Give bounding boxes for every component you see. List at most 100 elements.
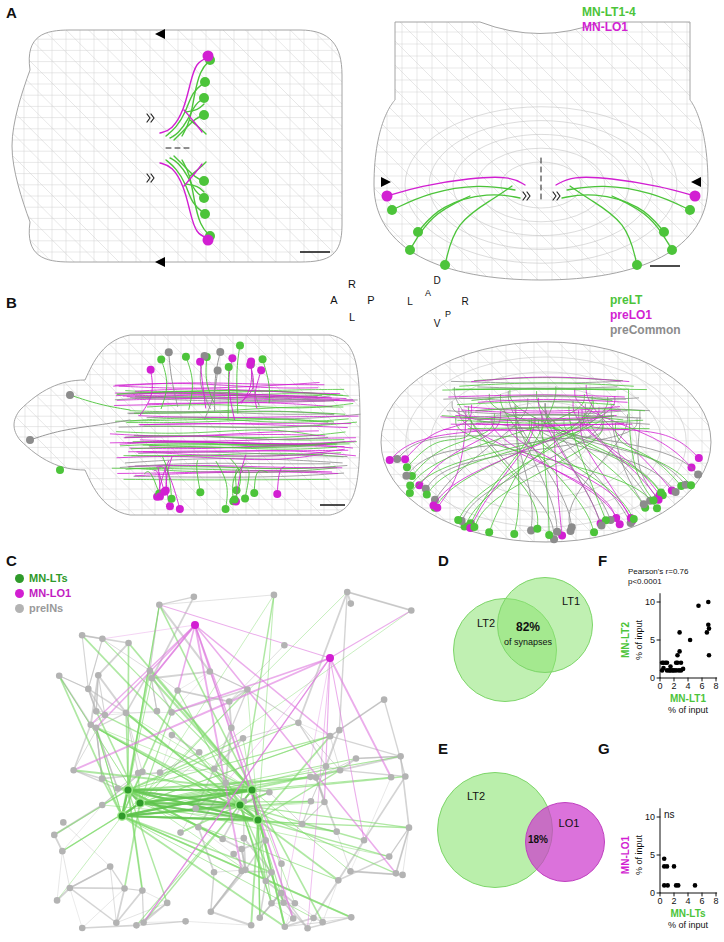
cell-body [695,454,703,462]
tick-mark [657,602,660,603]
mesh-line [12,416,362,417]
network-edge [229,645,284,701]
network-edge [70,867,110,888]
neurite [444,397,626,400]
network-node [125,640,132,647]
tick-label: 2 [671,682,676,691]
chevron-marker [553,192,556,200]
network-edge [308,658,330,928]
network-node [406,824,413,831]
cell-body [246,361,254,369]
mesh-line [380,508,712,509]
mesh-line [12,343,362,344]
panel-letter: G [598,741,610,756]
neurite [123,395,339,400]
axis-direction: A [425,289,431,298]
cell-body [694,471,702,479]
tick-mark [657,855,660,856]
network-edge [110,867,116,923]
neurite [451,424,632,426]
axis-title: % of input [635,620,644,660]
network-edge [211,870,246,912]
mesh-line [372,20,710,21]
neurite [567,186,690,210]
network-edge [195,625,293,918]
network-edge [136,903,167,925]
mesh-line [12,333,13,517]
network-edge [396,828,409,874]
mesh-line [372,104,710,105]
cell-body [196,488,204,496]
network-node [148,675,155,682]
network-node [255,817,262,824]
axis-direction: P [445,310,451,319]
neurite [230,458,240,499]
network-node [157,769,164,776]
network-edge [195,625,293,918]
mesh-line [0,28,234,265]
mesh-line [372,32,710,33]
mesh-ring [477,148,605,222]
mesh-line [447,20,448,282]
axis-direction: L [349,312,355,323]
mesh-line [10,106,345,107]
network-node [321,799,328,806]
neurite [629,390,654,500]
mesh-line [158,20,420,282]
mesh-line [0,28,100,265]
network-edge [82,888,124,928]
panel-letter: B [6,295,17,310]
network-edge [144,805,240,923]
network-edge [252,790,350,871]
network-node [140,919,147,926]
network-node [278,860,285,867]
cell-body [485,528,493,536]
mesh-line [10,39,345,40]
network-edge [347,592,411,611]
mesh-line [537,20,538,282]
mesh-line [12,478,362,479]
network-edge [323,917,352,922]
mesh-ring [406,357,687,527]
network-edge [136,805,240,925]
neurite [134,473,344,477]
cell-body [470,523,478,531]
neurite [445,186,512,265]
mesh-line [10,117,345,118]
mesh-line [408,340,409,545]
network-edge [57,816,122,900]
mesh-line [450,340,451,545]
cell-body [168,495,176,503]
network-edge [159,595,274,605]
data-point [676,883,681,888]
cell-body [199,93,209,103]
cell-body [413,227,423,237]
data-point [660,661,665,666]
tick-label: 0 [657,682,662,691]
cell-body [657,489,665,497]
cell-body [405,245,415,255]
network-edge [389,828,409,857]
data-point [693,883,698,888]
network-node [219,836,226,843]
mesh-line [12,509,362,510]
cell-body [166,502,174,510]
tick-label: 10 [645,598,655,607]
cell-body [429,501,437,509]
neurite [476,407,649,410]
cell-body [533,525,541,533]
network-edge [298,592,347,723]
network-node [386,853,393,860]
neurite [444,429,629,430]
network-edge [63,822,110,866]
cell-body [653,504,661,512]
mesh-line [688,340,689,545]
network-node [240,835,247,842]
network-edge [340,770,405,776]
tick-label: 8 [713,682,718,691]
network-edge [302,801,311,824]
scale-bar [300,251,330,253]
network-node [169,732,176,739]
neurite [418,195,520,232]
cell-body [165,348,173,356]
